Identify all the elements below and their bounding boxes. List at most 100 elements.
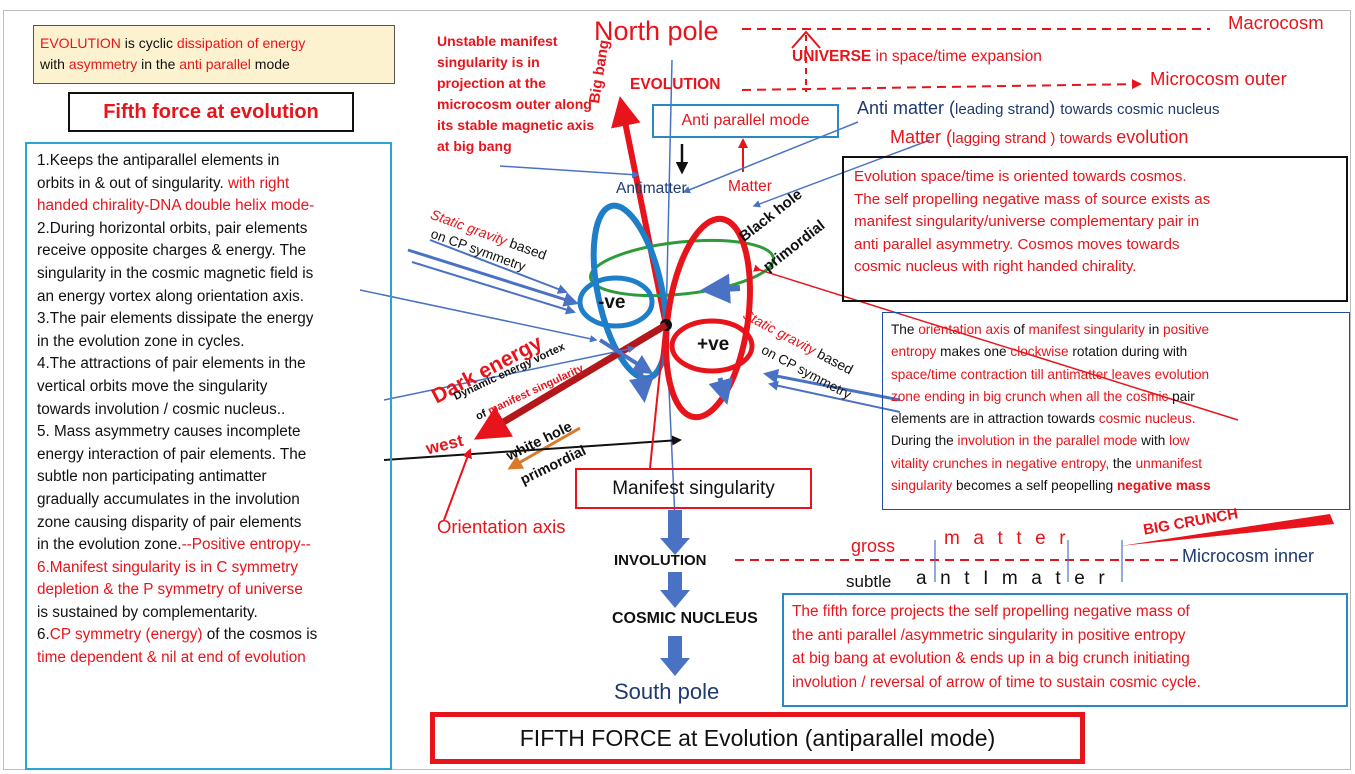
cosmic-nucleus-label: COSMIC NUCLEUS: [612, 610, 758, 627]
orbit-arrow-down-2: [708, 377, 733, 405]
anti-matter-arrow: [682, 121, 859, 194]
anti-matter-text: Anti matter (: [857, 98, 956, 118]
north-pole-label: North pole: [594, 16, 719, 46]
list-line: 5. Mass asymmetry causes incomplete: [37, 423, 301, 441]
list-text-red: with right: [228, 174, 290, 192]
gravity-left-1: [407, 248, 579, 307]
involution-shaft-2: [668, 572, 682, 592]
neg-ve-orbit: [577, 275, 655, 329]
universe-word: UNIVERSE: [792, 48, 872, 65]
pos-ve-blue-arrow: [700, 273, 741, 304]
evolution-space-time-box: Evolution space/time is oriented towards…: [842, 156, 1348, 302]
t: becomes a self peopelling: [952, 478, 1117, 494]
t: entropy: [891, 344, 937, 360]
involution-head-2: [660, 590, 690, 608]
antimater-spaced-label: a n t I m a t e r: [916, 568, 1106, 589]
universe-rest: in space/time expansion: [871, 48, 1042, 65]
big-bang-arrow: [611, 96, 669, 326]
t: low: [1169, 433, 1190, 449]
box-line: zone ending in big crunch when all the c…: [891, 386, 1341, 408]
list-line: is sustained by complementarity.: [37, 603, 258, 621]
anti-matter-label: Anti matter (leading strand) towards cos…: [857, 98, 1220, 119]
manifest-to-singularity-line: [649, 331, 665, 469]
list-line: energy interaction of pair elements. The: [37, 445, 307, 463]
gravity-right-1: [763, 368, 901, 402]
note-asymmetry: asymmetry: [68, 56, 138, 72]
list-text-red: --Positive entropy--: [181, 536, 311, 554]
fifth-force-projection-box: The fifth force projects the self propel…: [782, 593, 1348, 707]
diagram-frame: [3, 10, 1351, 770]
evolution-definition-note: EVOLUTION is cyclic dissipation of energ…: [33, 25, 395, 84]
matter-orbit-red: [663, 215, 753, 421]
list-line: towards involution / cosmic nucleus..: [37, 400, 286, 418]
box-line: cosmic nucleus with right handed chirali…: [854, 258, 1137, 275]
red-line-bluebox: [753, 264, 1239, 421]
left-points-list: 1.Keeps the antiparallel elements in orb…: [25, 142, 392, 770]
pos-ve-label: +ve: [697, 334, 730, 355]
list-line: an energy vortex along orientation axis.: [37, 287, 305, 305]
list-line: gradually accumulates in the involution: [37, 490, 300, 508]
t: The: [891, 322, 919, 337]
black-line-to-singularity: [383, 435, 682, 461]
note-text-2: with: [40, 56, 69, 72]
t: the: [1109, 455, 1136, 471]
list-line: 6.Manifest singularity is in C symmetry: [37, 558, 298, 576]
towards-cosmic-nucleus: towards cosmic nucleus: [1060, 101, 1220, 118]
box-line: vitality crunches in negative entropy, t…: [891, 453, 1341, 475]
fifth-force-title: Fifth force at evolution: [68, 92, 354, 132]
list-line: zone causing disparity of pair elements: [37, 513, 302, 531]
orientation-axis-label: Orientation axis: [437, 516, 566, 537]
list-text: of the cosmos is: [202, 626, 318, 644]
t: During the: [891, 433, 958, 449]
involution-label: INVOLUTION: [614, 552, 707, 569]
matter-spaced-label: m a t t e r: [944, 528, 1067, 549]
attraction-blue-line: [383, 345, 636, 401]
fifth-force-bottom-title: FIFTH FORCE at Evolution (antiparallel m…: [430, 712, 1085, 764]
manifest-singularity-box: Manifest singularity: [575, 468, 812, 509]
list-text: in the evolution zone.: [37, 536, 182, 554]
box-line: involution / reversal of arrow of time t…: [792, 673, 1201, 691]
matter-towards: ) towards: [1050, 130, 1117, 147]
box-line: the anti parallel /asymmetric singularit…: [792, 626, 1186, 644]
matter-evolution: evolution: [1116, 127, 1189, 147]
gravity-left-4: [359, 289, 598, 343]
t: negative mass: [1116, 478, 1211, 494]
t: with: [1137, 433, 1170, 449]
pos-ve-orbit: [669, 318, 755, 374]
box-line: space/time contraction till antimatter l…: [891, 366, 1210, 382]
antimatter-label: Antimatter: [616, 180, 687, 197]
orientation-axis-box: The orientation axis of manifest singula…: [882, 312, 1350, 510]
box-line: During the involution in the parallel mo…: [891, 430, 1341, 452]
t: unmanifest: [1135, 455, 1203, 471]
orientation-axis-arrow: [443, 448, 472, 521]
list-line: in the evolution zone.--Positive entropy…: [37, 534, 390, 557]
list-line: subtle non participating antimatter: [37, 468, 267, 486]
note-evolution: EVOLUTION: [40, 35, 121, 51]
t: clockwise: [1010, 344, 1069, 360]
box-line: anti parallel asymmetry. Cosmos moves to…: [854, 235, 1180, 253]
gravity-right-2: [768, 380, 901, 413]
t: cosmic: [1126, 388, 1169, 404]
evolution-label: EVOLUTION: [630, 76, 721, 93]
pair-blue-line: [598, 338, 654, 375]
orbit-arrow-down-1: [628, 367, 654, 403]
horizontal-orbit-green: [588, 238, 776, 298]
gravity-left-2: [411, 261, 576, 315]
list-line: time dependent & nil at end of evolution: [37, 649, 306, 667]
matter-small-label: Matter: [728, 178, 772, 195]
white-hole-arrow: [507, 426, 581, 470]
box-line: The orientation axis of manifest singula…: [891, 319, 1341, 341]
t: vitality crunches in negative entropy,: [891, 455, 1110, 471]
list-line: 3.The pair elements dissipate the energy: [37, 310, 314, 328]
unstable-singularity-note: Unstable manifest singularity is in proj…: [437, 33, 595, 154]
involution-shaft-1: [668, 510, 682, 540]
gravity-left-3: [429, 239, 568, 294]
t: rotation during with: [1068, 344, 1188, 360]
matter-label: Matter (lagging strand ) towards evoluti…: [890, 127, 1188, 148]
t: zone ending in big crunch when all the: [891, 388, 1127, 404]
list-text: 6.: [37, 626, 50, 644]
t: cosmic nucleus.: [1098, 411, 1196, 427]
unstable-arrow: [499, 165, 640, 179]
t: makes one: [936, 344, 1011, 360]
